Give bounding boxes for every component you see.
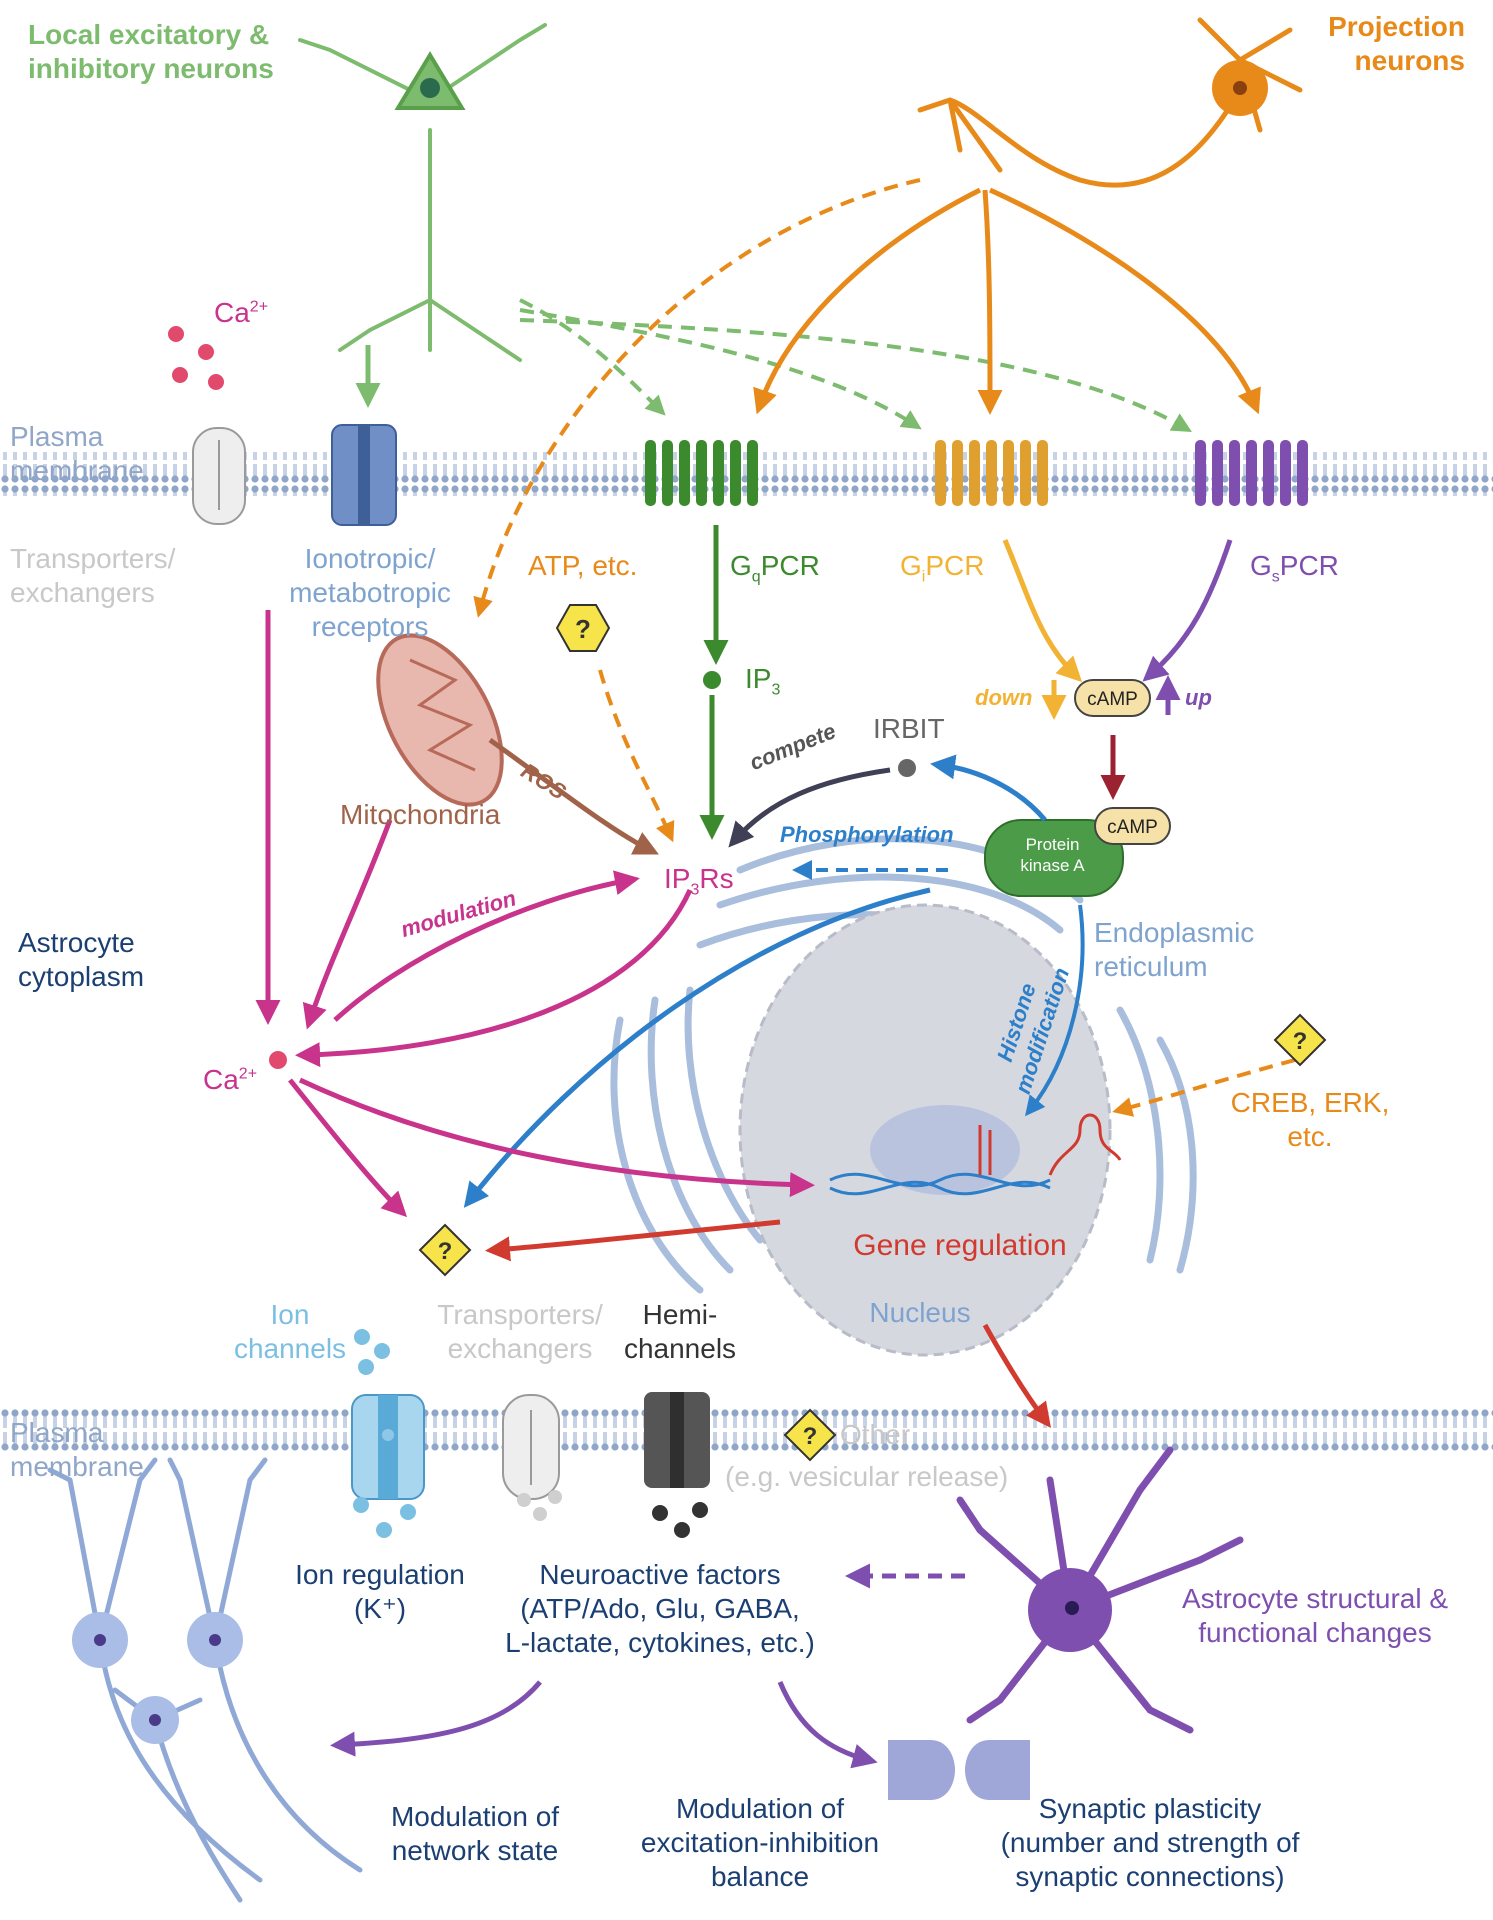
transporter-bottom-icon	[502, 1394, 562, 1521]
astrocyte-icon	[956, 1446, 1244, 1734]
label-projection-neurons: Projection neurons	[1328, 11, 1465, 77]
question-diamond-other	[783, 1408, 837, 1462]
label-phosphorylation: Phosphorylation	[780, 822, 954, 847]
arrow-proj-to-gs	[988, 187, 1261, 415]
label-irbit: IRBIT	[873, 713, 945, 744]
label-er: Endoplasmic reticulum	[1094, 917, 1255, 983]
label-synaptic: Synaptic plasticity (number and strength…	[1000, 1793, 1300, 1893]
projection-neuron-icon	[917, 17, 1303, 188]
label-ion-regulation: Ion regulation (K⁺)	[295, 1559, 465, 1625]
ca-dot-mid	[269, 1051, 287, 1069]
arrow-mito-to-ca	[302, 819, 393, 1030]
question-diamond-center	[418, 1223, 472, 1277]
label-nucleus: Nucleus	[869, 1297, 971, 1328]
transporter-top-icon	[192, 427, 246, 525]
dna-helix	[829, 1172, 1051, 1196]
label-transporters-bottom: Transporters/ exchangers	[437, 1299, 603, 1365]
pka-body	[984, 819, 1124, 897]
question-text-atp: ?	[575, 614, 591, 644]
question-hexagon-atp	[555, 604, 611, 652]
label-mod-ei: Modulation of excitation-inhibition bala…	[640, 1793, 880, 1893]
arrow-pka-histone	[1025, 904, 1085, 1117]
camp-pill	[1074, 679, 1151, 717]
chromatin-blob	[870, 1105, 1020, 1195]
label-astrocyte-cytoplasm: Astrocyte cytoplasm	[18, 927, 145, 993]
arrow-proj-to-gq	[753, 187, 982, 415]
rna-hairpins	[978, 1113, 1122, 1176]
synapse-icon	[888, 1740, 1030, 1800]
ion-channel-icon	[351, 1394, 425, 1500]
label-hemichannels: Hemi- channels	[623, 1299, 737, 1365]
label-pka: Protein kinase A	[1020, 835, 1085, 875]
question-text-other: ?	[803, 1423, 818, 1450]
label-mitochondria: Mitochondria	[340, 799, 501, 830]
arrow-creb-to-gene	[1112, 1058, 1296, 1117]
arrow-to-ei	[777, 1681, 878, 1769]
mitochondria-icon	[376, 633, 504, 807]
arrow-modulation	[333, 870, 640, 1022]
label-atp: ATP, etc.	[528, 550, 638, 581]
ion-dots	[353, 1329, 416, 1538]
arrow-nucleus-to-membrane	[982, 1323, 1051, 1429]
arrow-to-network	[330, 1680, 542, 1757]
label-gqpcr: GqPCR	[730, 550, 820, 586]
ip3-dot	[703, 671, 721, 689]
label-mod-network: Modulation of network state	[390, 1801, 560, 1867]
question-diamond-creb	[1273, 1013, 1327, 1067]
gipcr-icon	[935, 440, 1048, 506]
label-ion-channels: Ion channels	[233, 1299, 347, 1365]
label-other: Other	[840, 1419, 911, 1450]
label-plasma-membrane-bottom: Plasma membrane	[10, 1417, 144, 1483]
label-up: up	[1185, 685, 1212, 710]
arrow-ip3r-to-ca	[295, 888, 693, 1068]
label-plasma-membrane-top: Plasma membrane	[10, 421, 144, 487]
label-other-eg: (e.g. vesicular release)	[725, 1461, 1009, 1492]
plasma-membrane-bottom	[0, 1408, 1493, 1452]
question-text-center: ?	[438, 1238, 453, 1265]
hemichannel-icon	[644, 1392, 710, 1538]
gqpcr-icon	[645, 440, 758, 506]
label-ca-mid: Ca2+	[203, 1064, 258, 1095]
ionotropic-receptor-icon	[331, 424, 397, 526]
label-gipcr: GiPCR	[900, 550, 985, 586]
arrow-ros	[488, 737, 659, 855]
label-ca-top: Ca2+	[214, 297, 269, 328]
gspcr-icon	[1195, 440, 1308, 506]
label-gspcr: GsPCR	[1250, 550, 1339, 586]
label-ip3: IP3	[745, 663, 781, 699]
arrow-gi-to-camp	[1002, 539, 1083, 683]
label-local-neurons: Local excitatory & inhibitory neurons	[28, 19, 274, 85]
label-transporters-top: Transporters/ exchangers	[10, 543, 176, 609]
calcium-ions-top	[168, 326, 224, 390]
label-camp-pka: cAMP	[1107, 817, 1158, 838]
arrow-local-to-gs	[519, 318, 1192, 432]
arrow-ca-to-question	[288, 1078, 408, 1218]
label-camp: cAMP	[1087, 689, 1138, 710]
local-neuron-icon	[298, 23, 547, 362]
arrow-atp-to-ip3r	[598, 669, 675, 843]
label-gene-regulation: Gene regulation	[853, 1229, 1067, 1262]
network-neurons-icon	[47, 1457, 363, 1903]
plasma-membrane-top	[0, 452, 1493, 496]
arrow-gs-to-camp	[1142, 539, 1233, 682]
label-creb: CREB, ERK, etc.	[1230, 1087, 1390, 1153]
label-astro-changes: Astrocyte structural & functional change…	[1181, 1583, 1449, 1649]
arrow-proj-to-gi	[977, 189, 1003, 415]
arrow-irbit-compete	[728, 767, 891, 848]
arrow-local-to-gq	[519, 298, 666, 416]
arrow-proj-to-mito	[473, 178, 921, 618]
arrow-gene-to-question	[485, 1219, 781, 1262]
label-ionotropic: Ionotropic/ metabotropic receptors	[289, 543, 451, 643]
label-ip3rs: IP3Rs	[664, 863, 734, 899]
label-down: down	[975, 685, 1033, 710]
label-neuroactive: Neuroactive factors (ATP/Ado, Glu, GABA,…	[505, 1559, 815, 1659]
irbit-dot	[898, 759, 916, 777]
arrow-ca-to-gene	[298, 1077, 815, 1198]
arrow-pka-to-question	[463, 887, 931, 1208]
pka-camp-pill	[1094, 807, 1171, 845]
question-text-creb: ?	[1293, 1028, 1308, 1055]
arrow-pka-to-irbit	[930, 754, 1047, 822]
